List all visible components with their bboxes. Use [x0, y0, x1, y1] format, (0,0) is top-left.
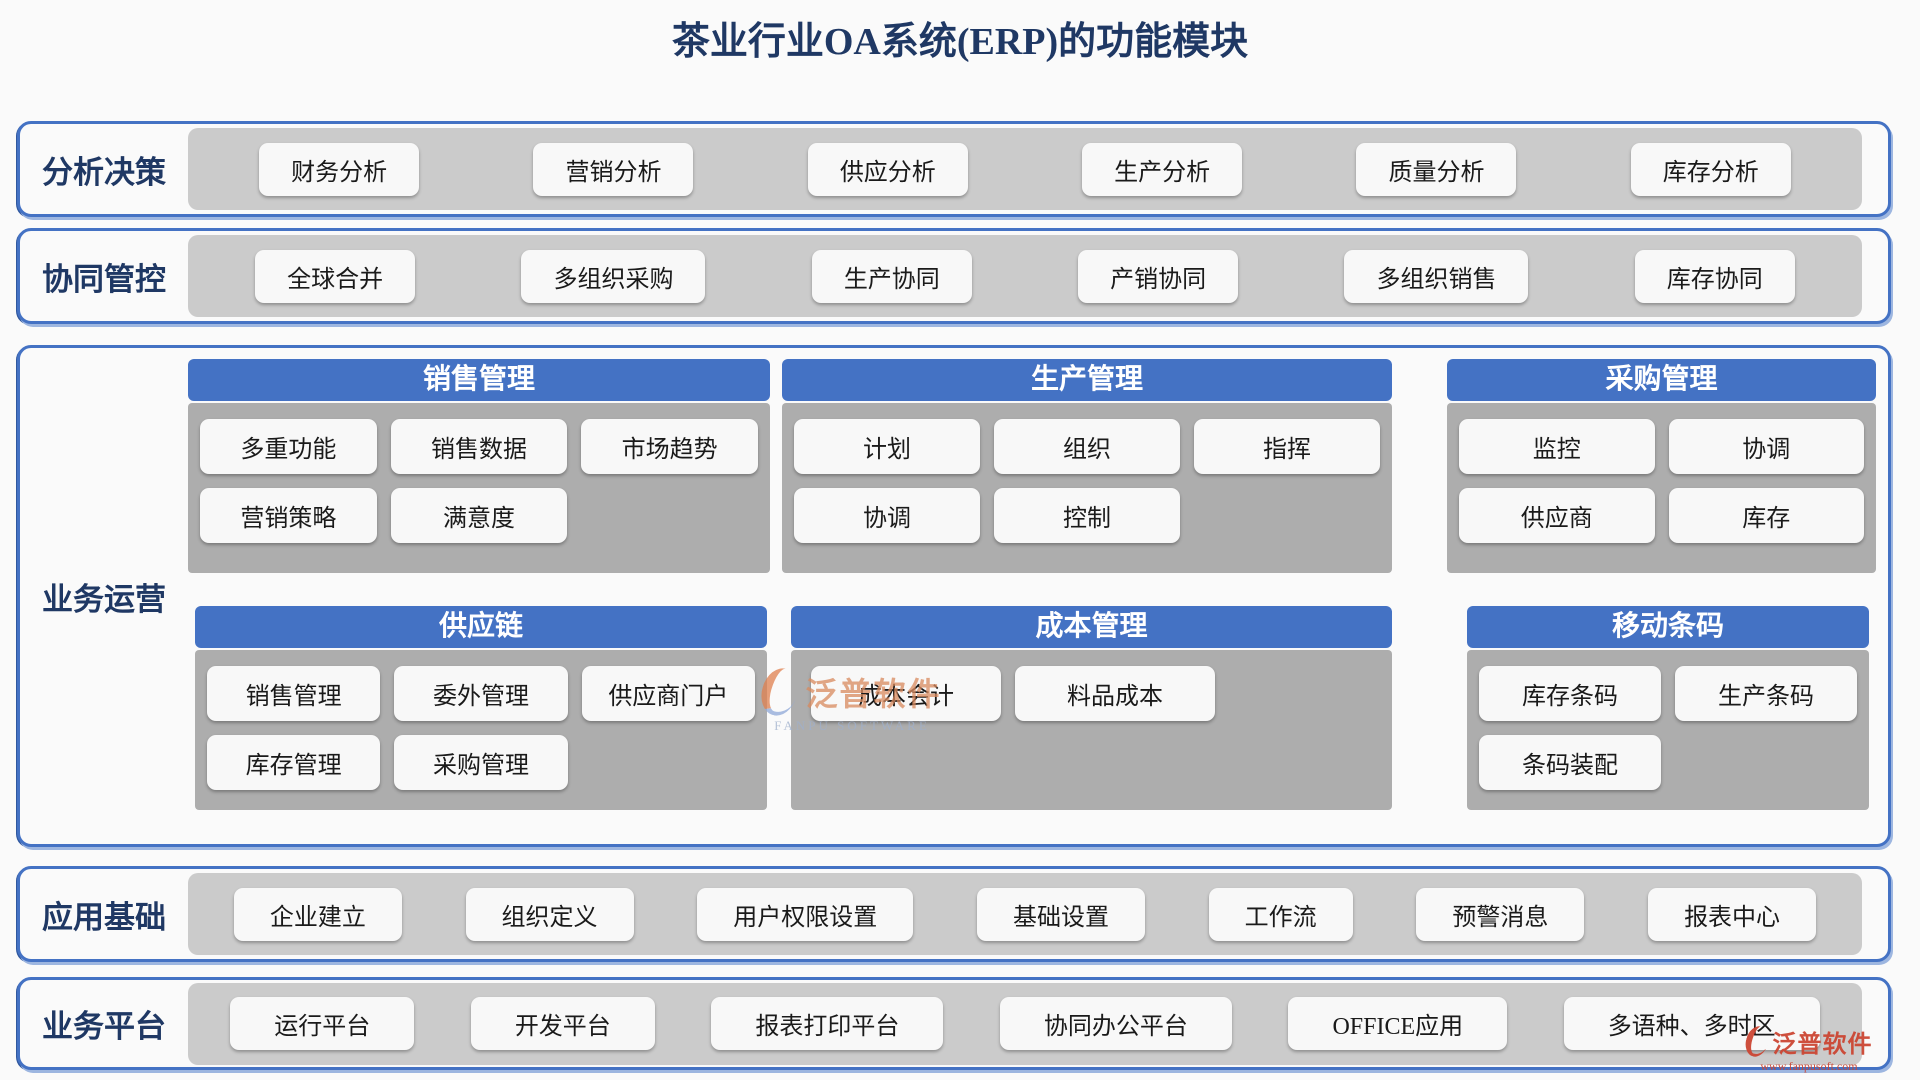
module-chip-org-definition[interactable]: 组织定义	[465, 887, 634, 941]
panel-title: 销售管理	[188, 359, 770, 401]
module-chip-inventory-management[interactable]: 库存管理	[207, 735, 381, 790]
panel-supply-chain: 供应链 销售管理 委外管理 供应商门户 库存管理 采购管理	[195, 606, 767, 810]
band-label: 业务运营	[42, 581, 166, 617]
module-chip-command[interactable]: 指挥	[1194, 419, 1380, 474]
module-chip-satisfaction[interactable]: 满意度	[390, 488, 568, 543]
band-strip: 全球合并 多组织采购 生产协同 产销协同 多组织销售 库存协同	[188, 235, 1862, 317]
module-chip-alert-message[interactable]: 预警消息	[1416, 887, 1585, 941]
module-chip-plan[interactable]: 计划	[794, 419, 980, 474]
panel-body: 库存条码 生产条码 条码装配	[1467, 650, 1869, 810]
operations-grid: 销售管理 多重功能 销售数据 市场趋势 营销策略 满意度 生产管理 计划 组织 …	[188, 348, 1888, 844]
panel-title: 移动条码	[1467, 606, 1869, 648]
module-chip-office-app[interactable]: OFFICE应用	[1288, 997, 1508, 1050]
module-chip-purchase-management[interactable]: 采购管理	[394, 735, 568, 790]
band-label: 业务平台	[42, 1009, 166, 1044]
band-strip: 财务分析 营销分析 供应分析 生产分析 质量分析 库存分析	[188, 128, 1862, 210]
module-chip-production-barcode[interactable]: 生产条码	[1675, 666, 1857, 721]
module-chip-coordinate[interactable]: 协调	[1668, 419, 1864, 474]
panel-body: 监控 协调 供应商 库存	[1447, 403, 1876, 573]
module-chip-collab-office-platform[interactable]: 协同办公平台	[999, 997, 1232, 1050]
module-chip-production-analysis[interactable]: 生产分析	[1082, 142, 1243, 196]
band-business-platform: 业务平台 运行平台 开发平台 报表打印平台 协同办公平台 OFFICE应用 多语…	[17, 977, 1891, 1070]
panel-title: 生产管理	[782, 359, 1392, 401]
panel-production-management: 生产管理 计划 组织 指挥 协调 控制	[782, 359, 1392, 573]
module-chip-sales-management[interactable]: 销售管理	[207, 666, 381, 721]
panel-body: 多重功能 销售数据 市场趋势 营销策略 满意度	[188, 403, 770, 573]
band-strip: 企业建立 组织定义 用户权限设置 基础设置 工作流 预警消息 报表中心	[188, 873, 1862, 955]
module-chip-barcode-assembly[interactable]: 条码装配	[1479, 735, 1661, 790]
module-chip-supplier[interactable]: 供应商	[1459, 488, 1655, 543]
module-chip-marketing-strategy[interactable]: 营销策略	[200, 488, 377, 543]
panel-procurement-management: 采购管理 监控 协调 供应商 库存	[1447, 359, 1876, 573]
band-label: 应用基础	[42, 899, 166, 935]
module-chip-cost-accounting[interactable]: 成本会计	[811, 666, 1001, 721]
module-chip-monitor[interactable]: 监控	[1459, 419, 1655, 474]
module-chip-inventory-analysis[interactable]: 库存分析	[1630, 142, 1791, 196]
module-chip-marketing-analysis[interactable]: 营销分析	[533, 142, 694, 196]
module-chip-user-permission[interactable]: 用户权限设置	[697, 887, 914, 941]
module-chip-report-center[interactable]: 报表中心	[1648, 887, 1817, 941]
band-collaborative-control: 协同管控 全球合并 多组织采购 生产协同 产销协同 多组织销售 库存协同	[17, 228, 1891, 324]
module-chip-multi-org-purchase[interactable]: 多组织采购	[521, 249, 706, 303]
module-chip-quality-analysis[interactable]: 质量分析	[1356, 142, 1517, 196]
module-chip-coordinate[interactable]: 协调	[794, 488, 980, 543]
module-chip-supplier-portal[interactable]: 供应商门户	[581, 666, 755, 721]
module-chip-dev-platform[interactable]: 开发平台	[470, 997, 655, 1050]
module-chip-multi-org-sales[interactable]: 多组织销售	[1344, 249, 1529, 303]
module-chip-basic-settings[interactable]: 基础设置	[976, 887, 1145, 941]
module-chip-inventory[interactable]: 库存	[1668, 488, 1864, 543]
module-chip-organize[interactable]: 组织	[994, 419, 1180, 474]
module-chip-report-print-platform[interactable]: 报表打印平台	[711, 997, 944, 1050]
panel-title: 供应链	[195, 606, 767, 648]
module-chip-control[interactable]: 控制	[994, 488, 1180, 543]
page-title: 茶业行业OA系统(ERP)的功能模块	[671, 21, 1249, 63]
panel-sales-management: 销售管理 多重功能 销售数据 市场趋势 营销策略 满意度	[188, 359, 770, 573]
module-chip-inventory-collab[interactable]: 库存协同	[1634, 249, 1795, 303]
module-chip-runtime-platform[interactable]: 运行平台	[230, 997, 415, 1050]
band-analysis-decision: 分析决策 财务分析 营销分析 供应分析 生产分析 质量分析 库存分析	[17, 121, 1891, 217]
module-chip-material-cost[interactable]: 料品成本	[1015, 666, 1215, 721]
module-chip-sales-production-collab[interactable]: 产销协同	[1078, 249, 1239, 303]
module-chip-supply-analysis[interactable]: 供应分析	[807, 142, 968, 196]
panel-body: 成本会计 料品成本	[791, 650, 1392, 810]
panel-body: 销售管理 委外管理 供应商门户 库存管理 采购管理	[195, 650, 767, 810]
panel-body: 计划 组织 指挥 协调 控制	[782, 403, 1392, 573]
module-chip-outsourcing-management[interactable]: 委外管理	[394, 666, 568, 721]
band-label: 协同管控	[42, 261, 166, 297]
panel-mobile-barcode: 移动条码 库存条码 生产条码 条码装配	[1467, 606, 1869, 810]
panel-cost-management: 成本管理 成本会计 料品成本	[791, 606, 1392, 810]
module-chip-global-merge[interactable]: 全球合并	[255, 249, 416, 303]
module-chip-finance-analysis[interactable]: 财务分析	[259, 142, 420, 196]
band-application-foundation: 应用基础 企业建立 组织定义 用户权限设置 基础设置 工作流 预警消息 报表中心	[17, 866, 1891, 962]
module-chip-market-trend[interactable]: 市场趋势	[581, 419, 758, 474]
module-chip-multi-function[interactable]: 多重功能	[200, 419, 377, 474]
module-chip-enterprise-setup[interactable]: 企业建立	[233, 887, 402, 941]
module-chip-inventory-barcode[interactable]: 库存条码	[1479, 666, 1661, 721]
module-chip-sales-data[interactable]: 销售数据	[390, 419, 568, 474]
band-label: 分析决策	[42, 154, 166, 190]
band-business-operations: 业务运营 销售管理 多重功能 销售数据 市场趋势 营销策略 满意度 生产管理	[17, 345, 1891, 847]
module-chip-workflow[interactable]: 工作流	[1208, 887, 1353, 941]
panel-title: 成本管理	[791, 606, 1392, 648]
band-strip: 运行平台 开发平台 报表打印平台 协同办公平台 OFFICE应用 多语种、多时区	[188, 982, 1862, 1065]
module-chip-multilang-timezone[interactable]: 多语种、多时区	[1563, 997, 1820, 1050]
panel-title: 采购管理	[1447, 359, 1876, 401]
module-chip-production-collab[interactable]: 生产协同	[811, 249, 972, 303]
